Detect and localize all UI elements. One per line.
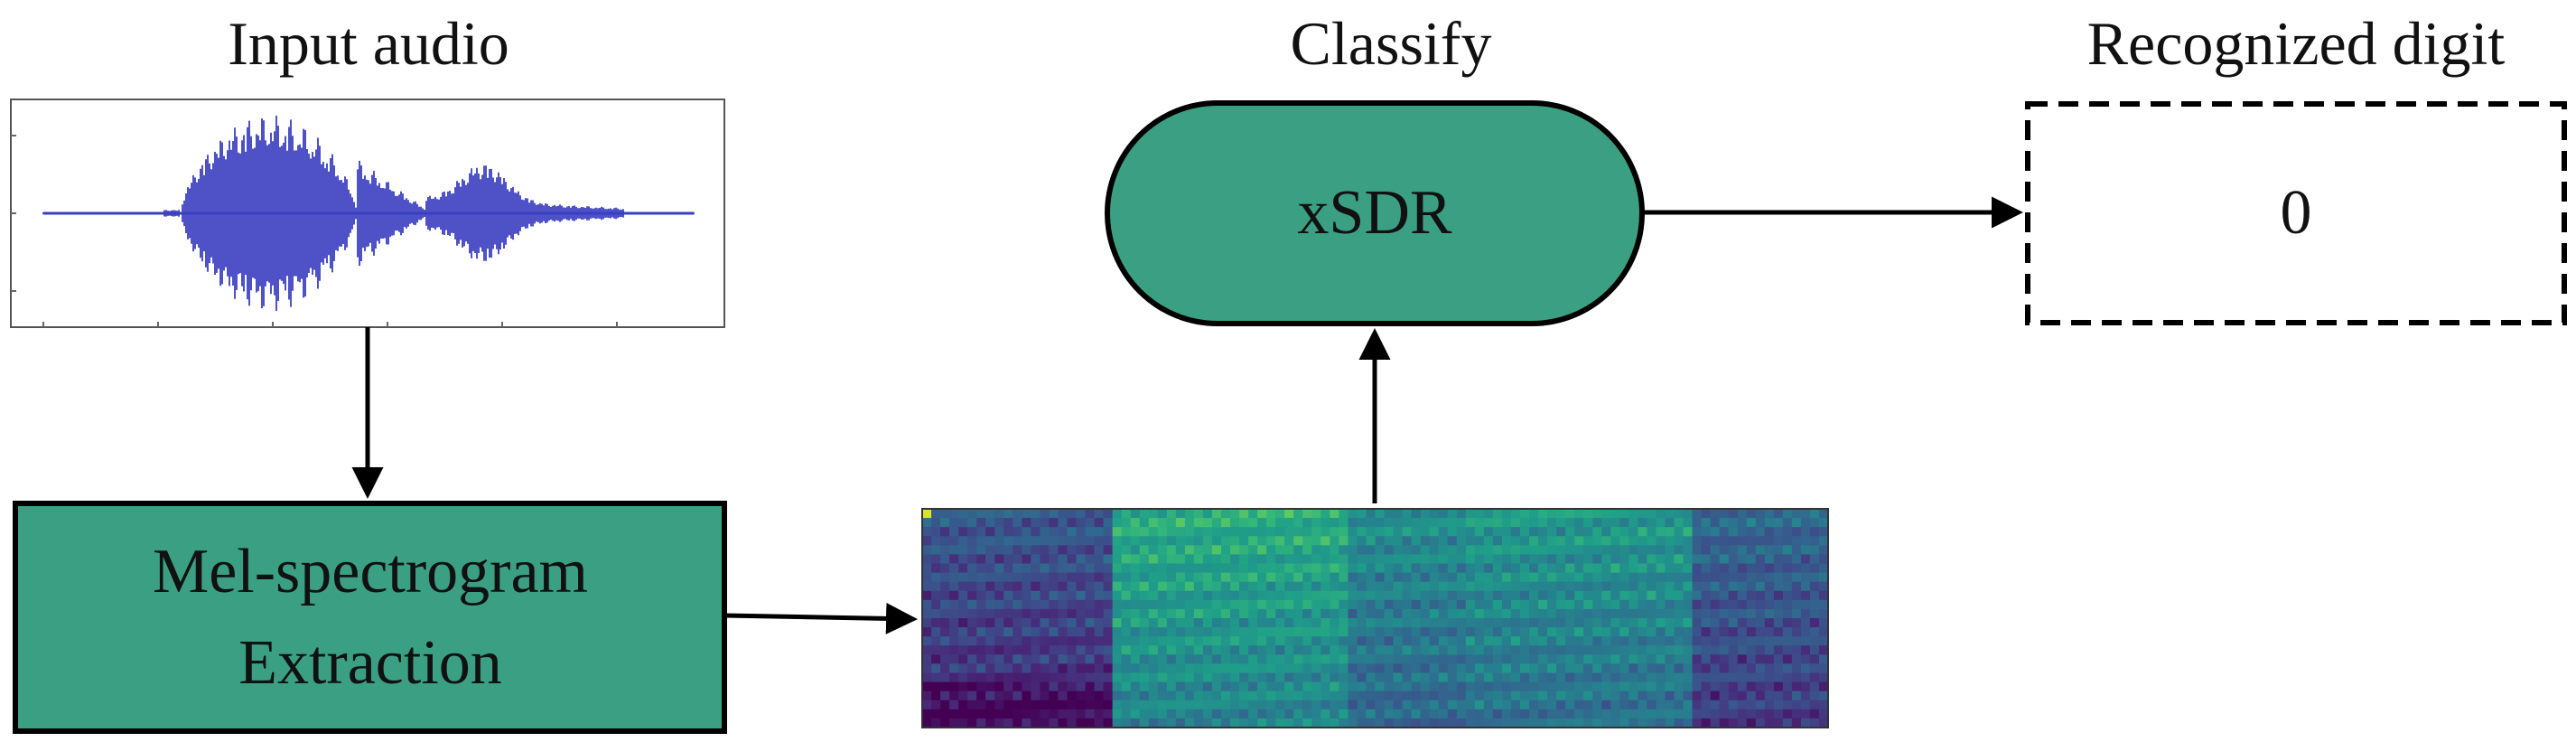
caption-input-audio: Input audio bbox=[228, 9, 509, 78]
extraction-box bbox=[13, 501, 727, 734]
extraction-label: Mel-spectrogram Extraction bbox=[18, 506, 723, 728]
mel-spectrogram bbox=[921, 508, 1829, 728]
result-digit: 0 bbox=[2280, 178, 2312, 249]
caption-recognized-digit: Recognized digit bbox=[2086, 9, 2506, 78]
xsdr-label: xSDR bbox=[1297, 178, 1452, 249]
audio-waveform bbox=[42, 116, 695, 311]
arrow-extraction-to-spectrogram bbox=[723, 602, 918, 634]
waveform-panel bbox=[10, 99, 725, 328]
extraction-label-line1: Mel-spectrogram bbox=[152, 536, 589, 606]
extraction-label-line2: Extraction bbox=[238, 628, 502, 698]
waveform-ticks bbox=[11, 135, 618, 327]
result-box bbox=[2025, 101, 2567, 325]
caption-classify: Classify bbox=[1290, 9, 1492, 78]
